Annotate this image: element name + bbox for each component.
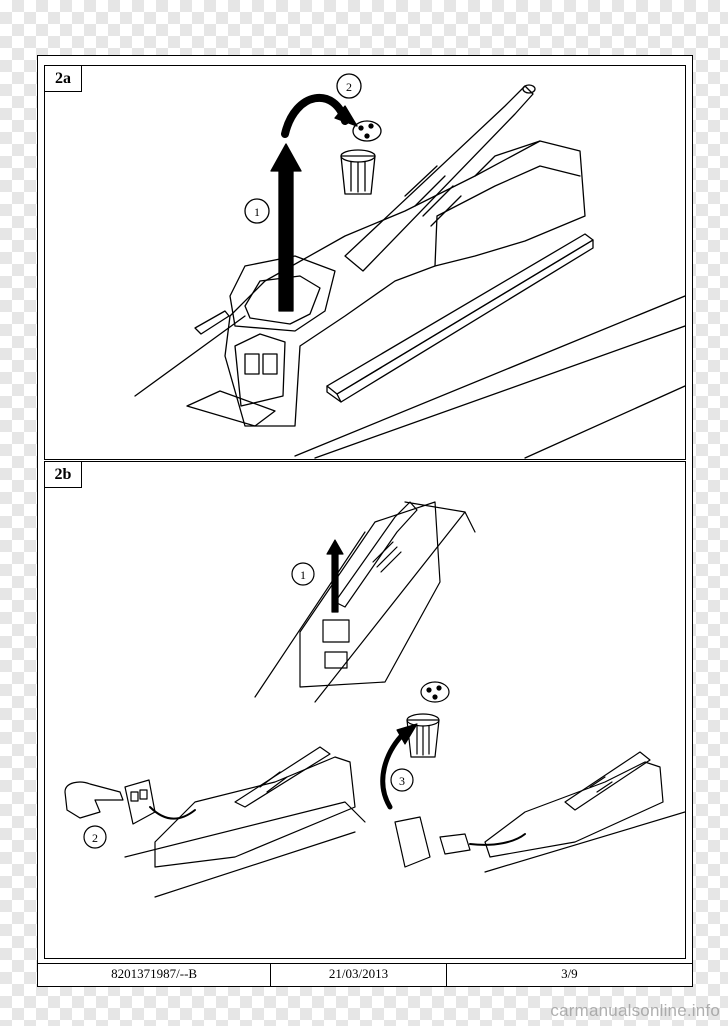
console-bottom-left: [154, 756, 356, 868]
step-number: 3: [399, 774, 405, 788]
console-top: [299, 501, 441, 688]
step-number: 1: [300, 568, 306, 582]
page-number: 3/9: [561, 966, 578, 981]
lid: [420, 681, 450, 703]
step-marker: [336, 73, 362, 99]
document-reference: 8201371987/--B: [38, 964, 272, 986]
footer-bar: 8201371987/--B 21/03/2013 3/9: [38, 963, 692, 986]
illustration-2b: 1 2: [64, 501, 685, 898]
step-marker: [291, 562, 315, 586]
trim-piece: [229, 255, 336, 332]
step-marker: [390, 768, 414, 792]
illustration-2a: 1 2: [134, 73, 685, 459]
switch-module: [394, 816, 431, 868]
step-number: 2: [92, 831, 98, 845]
cover-plate: [186, 390, 276, 427]
lid: [352, 120, 382, 142]
watermark: carmanualsonline.info: [550, 1001, 720, 1020]
socket-insert: [406, 719, 440, 758]
socket-insert: [340, 155, 376, 195]
document-date: 21/03/2013: [271, 964, 447, 986]
handbrake-lever: [344, 85, 534, 272]
arrow-up-icon: [270, 143, 302, 312]
manual-page: 1 2 2a 1: [37, 55, 693, 987]
panel-2a: 1 2 2a: [44, 65, 686, 460]
arrow-up-icon: [326, 539, 344, 613]
step-marker: [83, 825, 107, 849]
step-marker: [244, 198, 270, 224]
console-bottom-right: [484, 761, 664, 858]
panel-label: 2b: [45, 462, 82, 488]
panel-2b: 1 2: [44, 461, 686, 959]
curved-arrow-icon: [380, 729, 408, 810]
pointing-hand-icon: [64, 781, 124, 819]
rail-right: [326, 233, 594, 395]
panel-label: 2a: [45, 66, 82, 92]
console-body: [224, 140, 586, 427]
switch-module: [124, 779, 156, 825]
step-number: 1: [254, 205, 260, 219]
step-number: 2: [346, 80, 352, 94]
